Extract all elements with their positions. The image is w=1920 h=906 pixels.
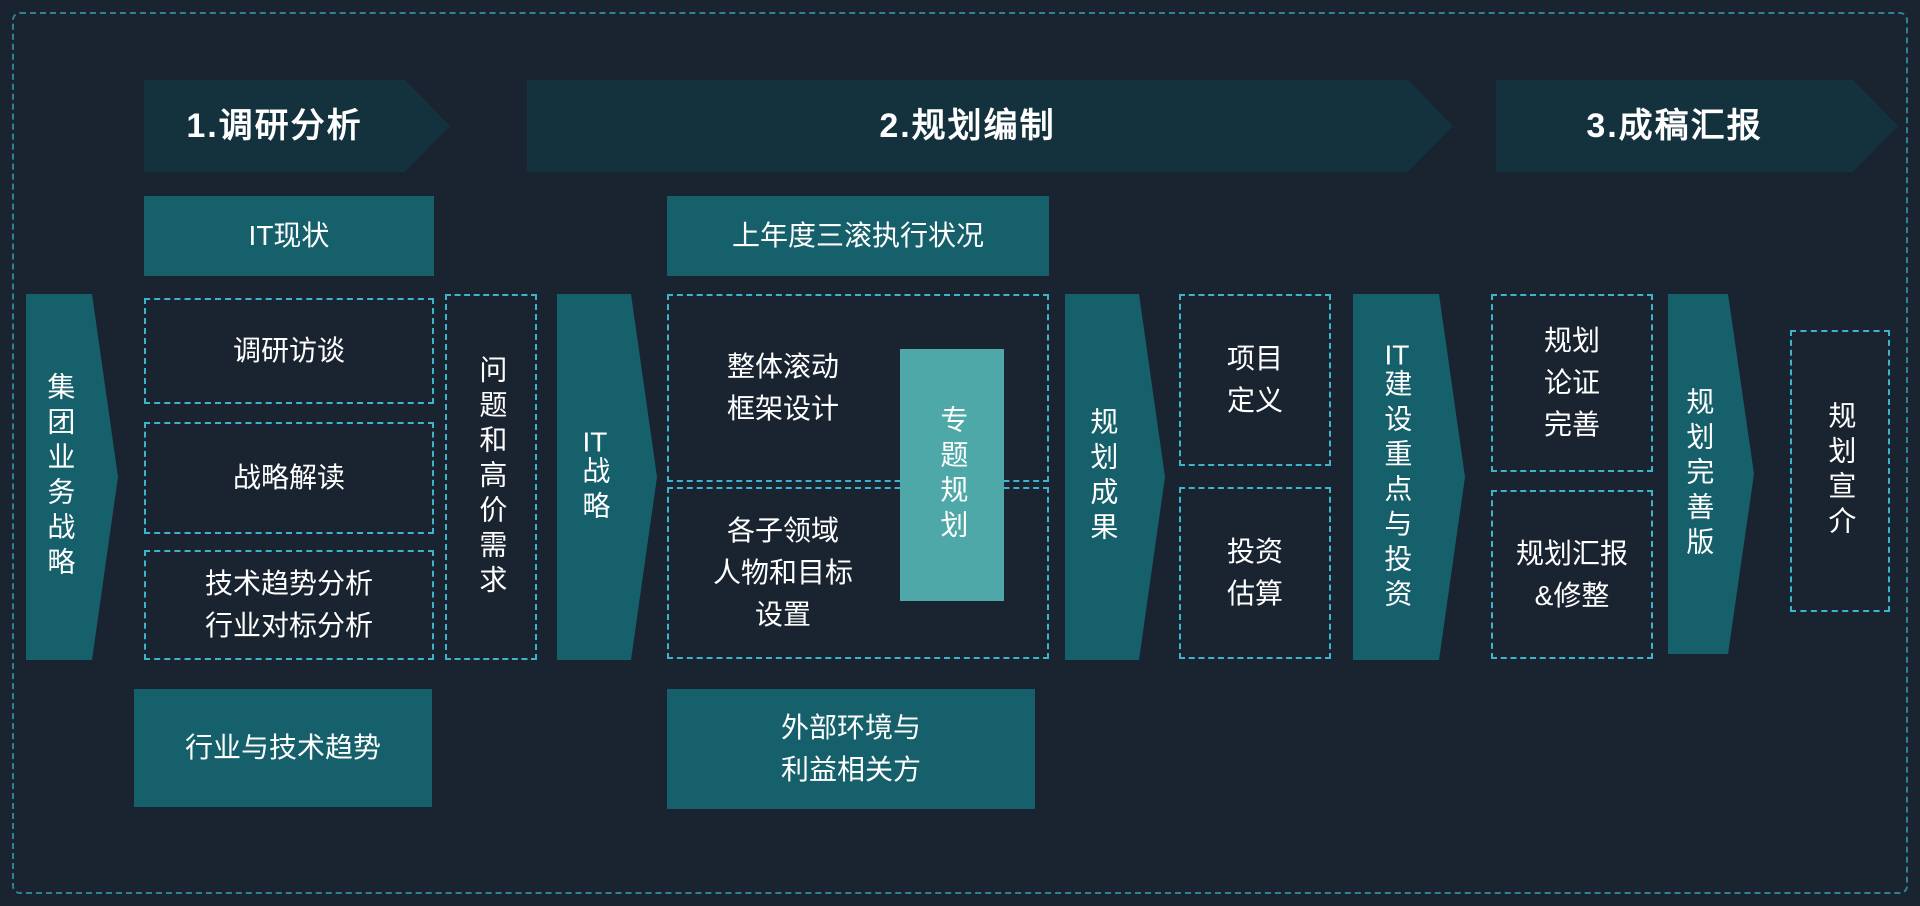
- strategy-interpretation-label: 战略解读: [232, 462, 345, 493]
- planning-results-label: 规划成果: [1087, 407, 1119, 547]
- subdomain-goals-box: 各子领域 人物和目标 设置: [667, 487, 1049, 659]
- external-environment-box: 外部环境与 利益相关方: [667, 689, 1035, 809]
- it-construction-focus-arrow: IT建设重点与投资: [1353, 294, 1465, 660]
- it-strategy-label: IT战略: [579, 428, 611, 526]
- investment-estimate-label: 投资 估算: [1226, 536, 1283, 609]
- it-status-box: IT现状: [144, 196, 434, 276]
- industry-tech-trend-label: 行业与技术趋势: [184, 732, 381, 763]
- phase-banner-planning: 2.规划编制: [527, 80, 1453, 172]
- industry-tech-trend-box: 行业与技术趋势: [134, 689, 432, 807]
- plan-final-version-label: 规划完善版: [1683, 386, 1715, 562]
- it-status-label: IT现状: [248, 220, 330, 251]
- phase-label-research: 1.调研分析: [186, 106, 363, 145]
- external-environment-label: 外部环境与 利益相关方: [780, 712, 921, 785]
- group-strategy-label: 集团业务战略: [44, 372, 76, 582]
- plan-promotion-label: 规划宣介: [1825, 401, 1857, 541]
- plan-report-label: 规划汇报 &修整: [1515, 537, 1628, 611]
- rolling-framework-box: 整体滚动 框架设计: [667, 294, 1049, 482]
- research-interview-box: 调研访谈: [144, 298, 434, 404]
- outer-dashed-frame: [12, 12, 1908, 894]
- phase-label-report: 3.成稿汇报: [1586, 106, 1763, 145]
- tech-trend-analysis-label: 技术趋势分析 行业对标分析: [204, 568, 373, 641]
- strategy-interpretation-box: 战略解读: [144, 422, 434, 534]
- plan-promotion-box: 规划宣介: [1790, 330, 1890, 612]
- plan-report-box: 规划汇报 &修整: [1491, 490, 1653, 659]
- subdomain-goals-label: 各子领域 人物和目标 设置: [712, 515, 853, 630]
- problems-needs-label: 问题和高价需求: [476, 354, 508, 600]
- project-definition-label: 项目 定义: [1226, 343, 1283, 416]
- special-planning-label: 专题规划: [937, 405, 969, 545]
- project-definition-box: 项目 定义: [1179, 294, 1331, 466]
- plan-review-box: 规划 论证 完善: [1491, 294, 1653, 472]
- special-planning-box: 专题规划: [900, 349, 1004, 601]
- last-year-execution-label: 上年度三滚执行状况: [731, 220, 984, 251]
- phase-banner-research: 1.调研分析: [144, 80, 450, 172]
- last-year-execution-box: 上年度三滚执行状况: [667, 196, 1049, 276]
- it-construction-focus-label: IT建设重点与投资: [1381, 340, 1413, 614]
- research-interview-label: 调研访谈: [232, 335, 345, 366]
- investment-estimate-box: 投资 估算: [1179, 487, 1331, 659]
- phase-label-planning: 2.规划编制: [879, 106, 1056, 145]
- phase-banner-report: 3.成稿汇报: [1496, 80, 1898, 172]
- plan-review-label: 规划 论证 完善: [1543, 325, 1600, 440]
- problems-needs-box: 问题和高价需求: [445, 294, 537, 660]
- rolling-framework-label: 整体滚动 框架设计: [726, 351, 839, 424]
- tech-trend-analysis-box: 技术趋势分析 行业对标分析: [144, 550, 434, 660]
